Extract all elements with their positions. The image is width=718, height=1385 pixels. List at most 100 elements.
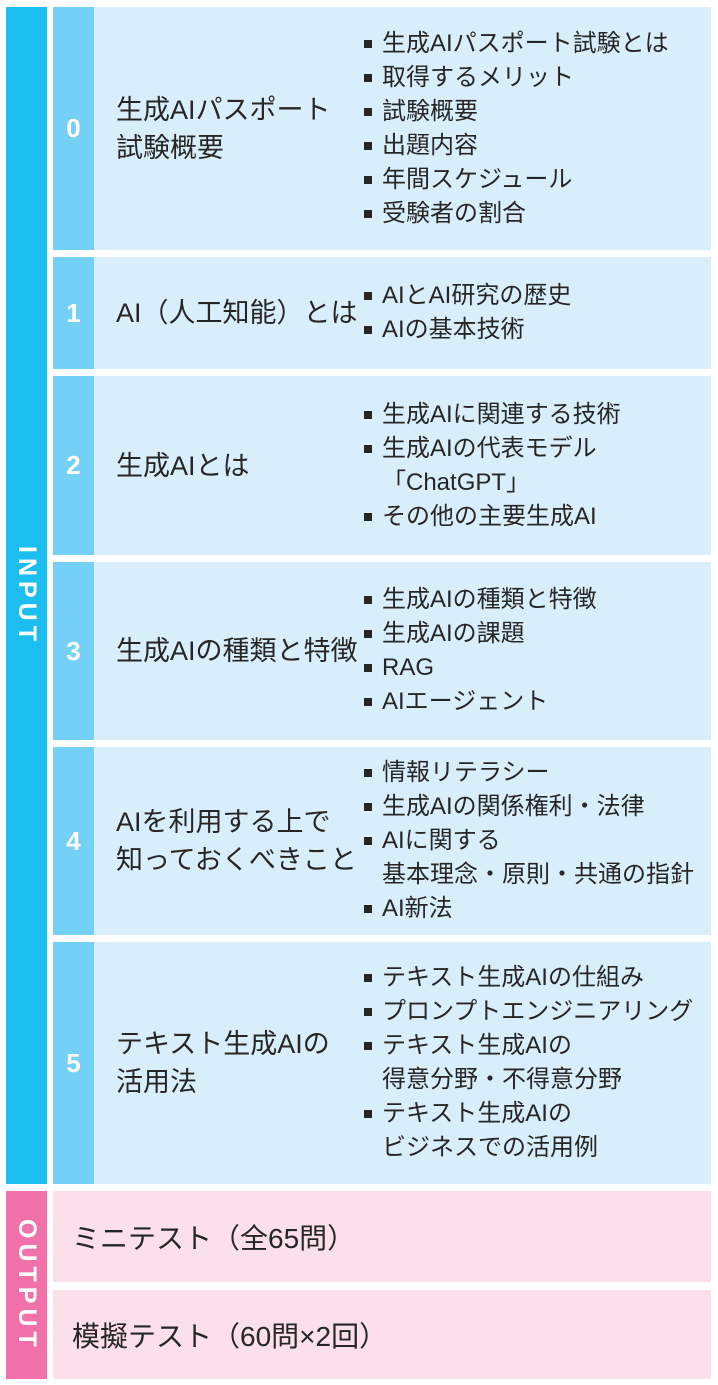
output-bar: OUTPUT [6, 1191, 47, 1379]
bullet-item: テキスト生成AIの [364, 1097, 705, 1131]
bullet-item: 年間スケジュール [364, 163, 705, 197]
bullet-text: ビジネスでの活用例 [382, 1134, 598, 1161]
chapter-title-line: 知っておくべきこと [116, 845, 357, 875]
input-label: INPUT [13, 545, 41, 646]
chapter-number: 0 [53, 7, 94, 250]
bullet-list: 生成AIに関連する技術生成AIの代表モデル「ChatGPT」その他の主要生成AI [364, 398, 711, 534]
bullet-icon [364, 444, 372, 453]
bullet-list: テキスト生成AIの仕組みプロンプトエンジニアリングテキスト生成AIの 得意分野・不… [364, 961, 711, 1165]
bullet-list: AIとAI研究の歴史 AIの基本技術 [364, 279, 711, 347]
bullet-icon [364, 209, 372, 218]
chapter-row: 1 AI（人工知能）とは AIとAI研究の歴史 AIの基本技術 [53, 257, 711, 369]
output-row-label: ミニテスト（全65問） [72, 1222, 356, 1254]
bullet-text: 年間スケジュール [382, 165, 573, 193]
bullet-icon [364, 698, 372, 706]
bullet-icon [364, 769, 372, 777]
bullet-icon [364, 292, 372, 300]
bullet-text: 生成AIの代表モデル [382, 434, 597, 462]
bullet-item: 生成AIパスポート試験とは [364, 27, 705, 61]
bullet-icon [364, 664, 372, 672]
chapter-number: 3 [53, 562, 94, 740]
bullet-item: 受験者の割合 [364, 197, 705, 231]
bullet-item: AIとAI研究の歴史 [364, 279, 705, 313]
bullet-icon [364, 175, 372, 184]
bullet-item: AIエージェント [364, 685, 705, 719]
output-label: OUTPUT [13, 1218, 41, 1352]
bullet-text: 生成AIの種類と特徴 [382, 586, 597, 613]
bullet-item: 生成AIの代表モデル [364, 432, 705, 466]
chapter-title: AIを利用する上で知っておくべきこと [94, 803, 364, 879]
chapter-number: 4 [53, 747, 94, 935]
bullet-text: RAG [382, 654, 435, 681]
bullet-text: AIエージェント [382, 688, 549, 715]
chapter-row: 3 生成AIの種類と特徴生成AIの種類と特徴生成AIの課題 RAG AIエージェント [53, 562, 711, 740]
bullet-text: 生成AIの課題 [382, 620, 525, 647]
bullet-icon [364, 1042, 372, 1050]
input-bar: INPUT [6, 7, 47, 1184]
bullet-list: 生成AIの種類と特徴生成AIの課題 RAG AIエージェント [364, 583, 711, 719]
bullet-text: AIの基本技術 [382, 316, 525, 343]
bullet-text: テキスト生成AIの [382, 1100, 572, 1127]
bullet-item: テキスト生成AIの仕組み [364, 961, 705, 995]
bullet-item: 生成AIの課題 [364, 617, 705, 651]
bullet-text: テキスト生成AIの仕組み [382, 964, 644, 991]
bullet-item: 得意分野・不得意分野 [364, 1063, 705, 1097]
chapter-title: 生成AIパスポート試験概要 [94, 91, 364, 167]
bullet-text: 生成AIパスポート試験とは [382, 29, 669, 57]
bullet-item: RAG [364, 651, 705, 685]
chapter-number: 5 [53, 942, 94, 1184]
chapter-title-line: 活用法 [116, 1067, 197, 1097]
bullet-icon [364, 630, 372, 638]
bullet-text: AIに関する [382, 827, 501, 854]
output-row-label: 模擬テスト（60問×2回） [72, 1320, 388, 1352]
bullet-text: 情報リテラシー [382, 759, 550, 786]
bullet-icon [364, 803, 372, 811]
output-row: ミニテスト（全65問） [53, 1191, 711, 1282]
chapter-title-line: 生成AIとは [116, 450, 250, 481]
bullet-item: 情報リテラシー [364, 756, 705, 790]
bullet-icon [364, 141, 372, 150]
chapter-title-line: 試験概要 [116, 132, 224, 163]
bullet-text: 基本理念・原則・共通の指針 [382, 861, 694, 888]
bullet-text: その他の主要生成AI [382, 502, 597, 530]
bullet-item: 「ChatGPT」 [364, 466, 705, 500]
bullet-text: 出題内容 [382, 131, 478, 159]
bullet-icon [364, 410, 372, 419]
bullet-list: 情報リテラシー生成AIの関係権利・法律 AIに関する基本理念・原則・共通の指針 AI… [364, 756, 711, 926]
bullet-text: 取得するメリット [382, 63, 574, 91]
bullet-item: 出題内容 [364, 129, 705, 163]
chapter-title-line: AI（人工知能）とは [116, 298, 358, 328]
bullet-icon [364, 974, 372, 982]
bullet-item: ビジネスでの活用例 [364, 1131, 705, 1165]
bullet-item: 生成AIの関係権利・法律 [364, 790, 705, 824]
bullet-text: 生成AIに関連する技術 [382, 400, 621, 428]
bullet-icon [364, 73, 372, 82]
chapter-title-line: テキスト生成AIの [116, 1029, 330, 1059]
output-rows: ミニテスト（全65問） 模擬テスト（60問×2回） [53, 1191, 711, 1379]
bullet-text: AI新法 [382, 895, 453, 922]
chapter-title-line: 生成AIの種類と特徴 [116, 636, 358, 666]
bullet-item: AIに関する [364, 824, 705, 858]
chapter-title: 生成AIとは [94, 447, 364, 485]
output-section: OUTPUT ミニテスト（全65問） 模擬テスト（60問×2回） [6, 1191, 711, 1379]
chapter-number: 2 [53, 376, 94, 555]
bullet-item: AIの基本技術 [364, 313, 705, 347]
bullet-item: プロンプトエンジニアリング [364, 995, 705, 1029]
bullet-item: 生成AIの種類と特徴 [364, 583, 705, 617]
chapter-title: AI（人工知能）とは [94, 294, 364, 332]
chapter-title: 生成AIの種類と特徴 [94, 632, 364, 670]
bullet-text: プロンプトエンジニアリング [382, 998, 694, 1025]
bullet-icon [364, 39, 372, 48]
bullet-item: 取得するメリット [364, 61, 705, 95]
chapter-content: 生成AIパスポート試験概要 生成AIパスポート試験とは取得するメリット試験概要 出題… [94, 7, 711, 250]
chapter-content: 生成AIとは 生成AIに関連する技術生成AIの代表モデル「ChatGPT」その他の… [94, 376, 711, 555]
chapter-title: テキスト生成AIの活用法 [94, 1025, 364, 1101]
chapter-number: 1 [53, 257, 94, 369]
chapter-row: 2 生成AIとは 生成AIに関連する技術生成AIの代表モデル「ChatGPT」その他… [53, 376, 711, 555]
bullet-text: AIとAI研究の歴史 [382, 282, 572, 309]
bullet-text: 受験者の割合 [382, 199, 526, 227]
